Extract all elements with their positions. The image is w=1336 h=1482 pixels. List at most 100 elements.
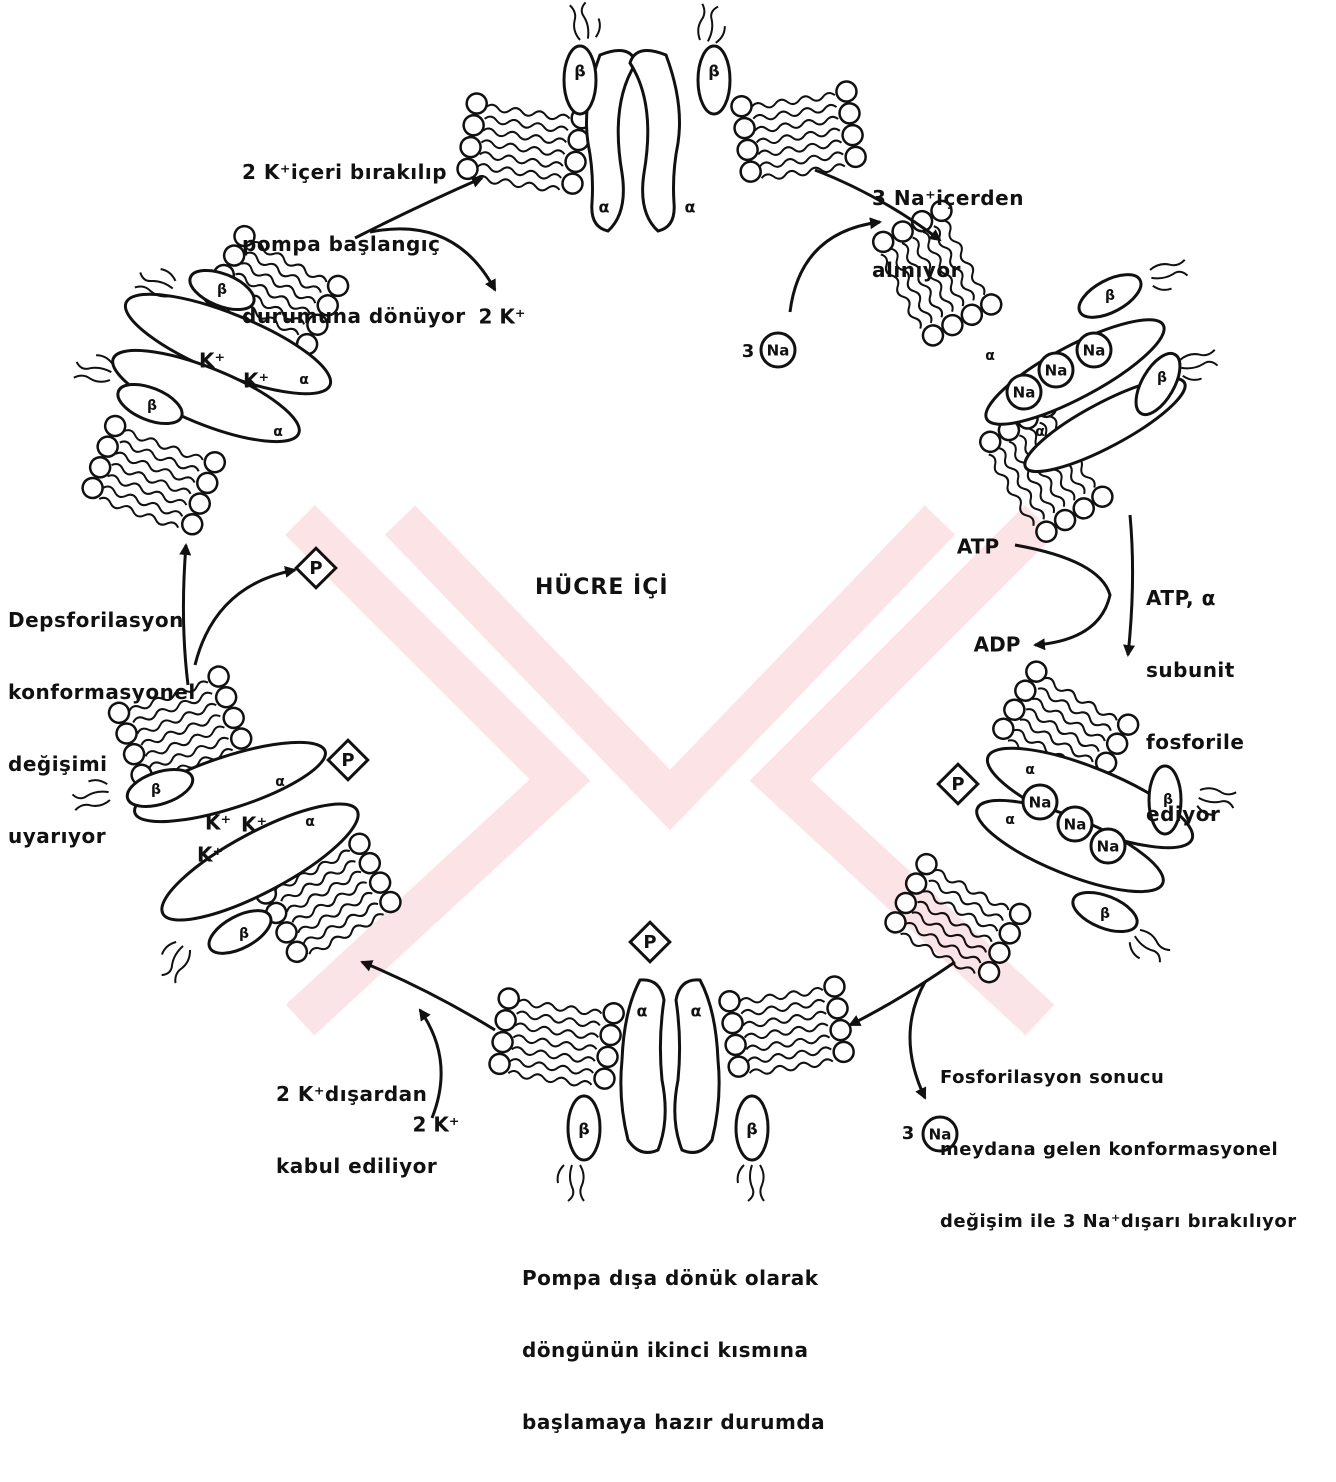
label-line: 2 K⁺dışardan	[276, 1082, 437, 1106]
membrane-bilayer	[718, 975, 855, 1079]
sugar-chain	[1149, 260, 1185, 270]
label-line: Fosforilasyon sonucu	[940, 1066, 1297, 1090]
na-uptake-arrow	[790, 222, 880, 312]
ion-label: Na	[1083, 342, 1106, 360]
alpha-label: α	[685, 198, 696, 217]
k-ion-label: K⁺	[197, 843, 223, 867]
phosphate-label: P	[643, 932, 656, 953]
label-line: alınıyor	[872, 258, 1024, 282]
ion-label: Na	[1045, 362, 1068, 380]
beta-label: β	[1157, 370, 1167, 386]
glycosylation-chains	[558, 1165, 584, 1201]
step-label-na-release: Fosforilasyon sonucu meydana gelen konfo…	[940, 1018, 1297, 1282]
na-ion-icon: Na	[1039, 353, 1073, 387]
label-line: ATP, α	[1146, 586, 1244, 610]
label-line: 2 K⁺içeri bırakılıp	[242, 160, 466, 184]
sugar-chain	[1140, 927, 1170, 953]
sugar-chain	[570, 5, 580, 41]
beta-label: β	[574, 62, 585, 81]
glycosylation-chains	[153, 939, 194, 983]
na-count-label: 3	[902, 1123, 915, 1144]
membrane-bilayer	[79, 413, 227, 538]
glycosylation-chains	[1126, 927, 1171, 970]
beta-label: β	[578, 1120, 589, 1139]
glycosylation-chains	[570, 1, 602, 41]
sugar-chain	[558, 1165, 564, 1183]
label-line: fosforile	[1146, 730, 1244, 754]
lipid-bilayer-segment	[79, 413, 227, 538]
phosphate-label: P	[309, 558, 322, 579]
beta-label: β	[1100, 906, 1110, 922]
alpha-subunit-right	[630, 51, 680, 232]
step-label-k-uptake: 2 K⁺dışardan kabul ediliyor	[276, 1034, 437, 1226]
sugar-chain	[159, 269, 178, 281]
sugar-chain	[707, 6, 719, 42]
atp-label: ATP	[957, 535, 999, 559]
sugar-chain	[593, 18, 602, 37]
alpha-label: α	[1025, 762, 1035, 778]
sugar-chain	[162, 939, 177, 958]
na-ion-icon: Na	[1091, 829, 1125, 863]
k-release-label: 2 K⁺	[479, 305, 526, 329]
na-ion-icon: Na	[1007, 375, 1041, 409]
label-line: durumuna dönüyor	[242, 304, 466, 328]
na-count-label: 3	[742, 341, 755, 362]
label-line: ediyor	[1146, 802, 1244, 826]
pump-state-resting: β β α α	[456, 1, 867, 231]
membrane-bilayer	[488, 987, 625, 1091]
sodium-potassium-pump-cycle-diagram: ββααββααNaNaNaββααNaNaNaPββααPββααK⁺K⁺K⁺…	[0, 0, 1336, 1310]
glycosylation-chains	[1179, 350, 1219, 382]
cycle-arrow	[850, 962, 955, 1025]
label-line: subunit	[1146, 658, 1244, 682]
alpha-label: α	[637, 1002, 648, 1021]
label-line: Depsforilasyon	[8, 608, 196, 632]
label-line: değişimi	[8, 752, 196, 776]
alpha-label: α	[1035, 424, 1045, 440]
na-release-arrow	[910, 982, 925, 1098]
step-label-phosphorylation: ATP, α subunit fosforile ediyor	[1146, 538, 1244, 874]
step-label-outward-ready: Pompa dışa dönük olarak döngünün ikinci …	[522, 1218, 825, 1482]
membrane-bilayer	[730, 80, 867, 184]
sugar-chain	[580, 2, 592, 38]
cycle-arrow	[1128, 515, 1133, 655]
sugar-chain	[738, 1165, 744, 1183]
label-line: Pompa dışa dönük olarak	[522, 1266, 825, 1290]
step-label-dephosphorylation: Depsforilasyon konformasyonel değişimi u…	[8, 560, 196, 896]
step-label-na-uptake: 3 Na⁺içerden alınıyor	[872, 138, 1024, 330]
ion-label: Na	[1013, 384, 1036, 402]
sugar-chain	[1151, 270, 1187, 282]
glycosylation-chains	[1149, 260, 1189, 292]
sugar-chain	[74, 374, 110, 384]
ion-label: Na	[1029, 794, 1052, 812]
phosphate-icon: P	[630, 922, 670, 962]
phosphate-label: P	[341, 750, 354, 771]
beta-label: β	[746, 1120, 757, 1139]
ion-label: Na	[1097, 838, 1120, 856]
sugar-chain	[716, 25, 725, 44]
label-line: kabul ediliyor	[276, 1154, 437, 1178]
alpha-label: α	[599, 198, 610, 217]
lipid-bilayer-segment	[730, 80, 867, 184]
cell-interior-label: HÜCRE İÇİ	[535, 575, 669, 600]
label-line: döngünün ikinci kısmına	[522, 1338, 825, 1362]
ion-label: Na	[1064, 816, 1087, 834]
sugar-chain	[1153, 283, 1172, 292]
alpha-label: α	[1005, 812, 1015, 828]
k-ion-label: K⁺	[205, 811, 231, 835]
label-line: uyarıyor	[8, 824, 196, 848]
lipid-bilayer-segment	[718, 975, 855, 1079]
sugar-chain	[1181, 360, 1217, 372]
na-ion-icon: Na	[1023, 785, 1057, 819]
adp-label: ADP	[974, 633, 1021, 657]
na-ion-icon: Na	[1058, 807, 1092, 841]
phosphate-release-arrow	[195, 570, 295, 665]
glycosylation-chains	[696, 4, 728, 44]
sugar-chain	[568, 1165, 573, 1201]
lipid-bilayer-segment	[488, 987, 625, 1091]
beta-label: β	[708, 62, 719, 81]
alpha-label: α	[985, 348, 995, 364]
alpha-label: α	[273, 424, 283, 440]
sugar-chain	[1132, 935, 1163, 962]
k-ion-label: K⁺	[241, 813, 267, 837]
beta-label: β	[147, 398, 157, 414]
